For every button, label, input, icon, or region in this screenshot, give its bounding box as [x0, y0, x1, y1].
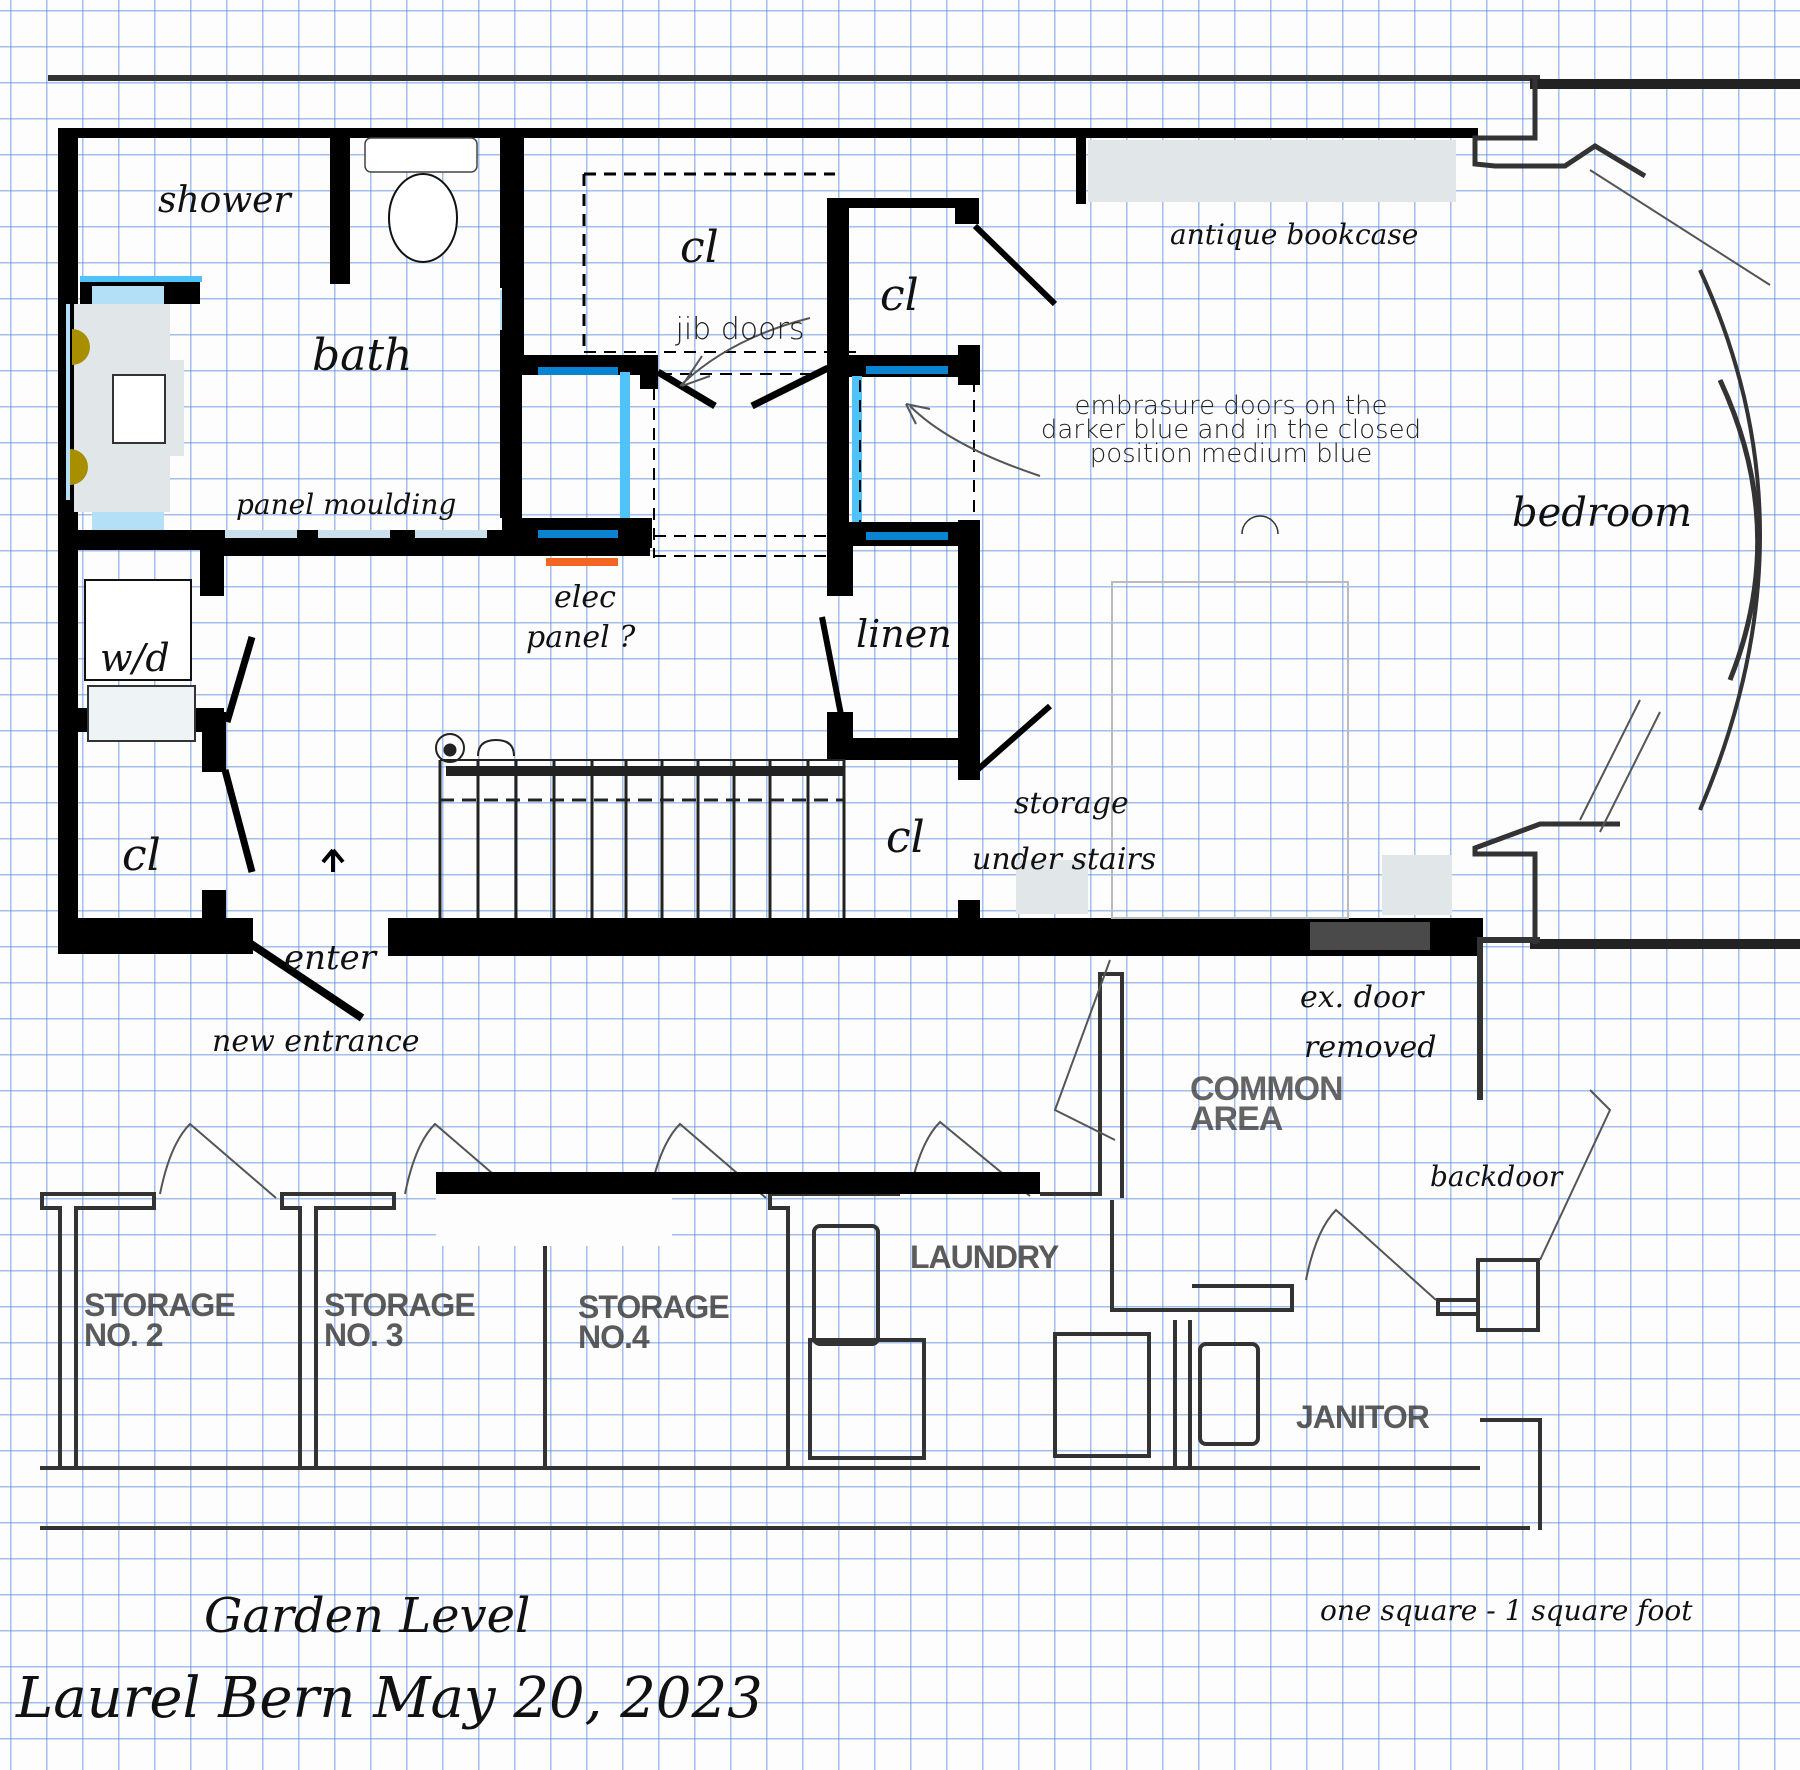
wall-bottom-left	[58, 918, 253, 954]
label-bath: bath	[312, 330, 413, 381]
new-wall-legacy	[436, 1172, 1040, 1194]
bed-outline	[1111, 581, 1349, 919]
scale-note: one square - 1 square foot	[1320, 1594, 1693, 1627]
wd-door	[223, 636, 256, 723]
label-linen: linen	[856, 612, 952, 656]
label-common-area: COMMON AREA	[1190, 1070, 1344, 1138]
label-panel-moulding: panel moulding	[236, 488, 457, 521]
label-janitor: JANITOR	[1296, 1399, 1430, 1435]
label-antique-bookcase: antique bookcase	[1170, 218, 1419, 251]
label-washer-dryer: w/d	[100, 636, 170, 680]
antique-bookcase	[1088, 140, 1456, 202]
label-storage: storage	[1014, 786, 1129, 821]
label-storage-2: STORAGE NO. 2	[84, 1287, 236, 1353]
label-backdoor: backdoor	[1430, 1160, 1563, 1193]
washer-dryer	[84, 579, 192, 681]
label-closet-under: cl	[886, 812, 925, 863]
new-entrance-door	[245, 938, 365, 1022]
sconce-top	[72, 329, 90, 365]
removed-door-slab	[1310, 922, 1430, 950]
label-laundry: LAUNDRY	[910, 1239, 1059, 1275]
label-elec-2: panel ?	[526, 620, 636, 655]
label-enter: enter	[284, 938, 377, 978]
jib-door-right	[750, 364, 830, 410]
wall-bottom-main	[388, 918, 1483, 956]
label-under-stairs: under stairs	[972, 842, 1157, 877]
staircase	[435, 733, 846, 918]
closet-door	[221, 769, 256, 873]
label-removed: removed	[1304, 1030, 1437, 1065]
label-closet-top: cl	[680, 222, 719, 273]
label-jib-doors: jib doors	[675, 312, 805, 347]
sconce-bottom	[70, 449, 88, 485]
label-storage-3: STORAGE NO. 3	[324, 1287, 476, 1353]
label-new-entrance: new entrance	[212, 1024, 420, 1059]
label-storage-4: STORAGE NO.4	[578, 1289, 730, 1355]
wall-top	[58, 128, 1478, 138]
wall-left	[58, 128, 78, 950]
label-bedroom: bedroom	[1512, 490, 1693, 536]
label-closet-top-right: cl	[880, 270, 919, 321]
sink	[112, 374, 166, 444]
jib-door-left	[656, 368, 717, 410]
legacy-plan	[40, 972, 1542, 1530]
storage-door	[973, 703, 1052, 775]
label-elec-1: elec	[554, 580, 616, 615]
label-ex-door: ex. door	[1300, 980, 1424, 1015]
toilet-tank	[364, 137, 478, 173]
enter-arrow-icon	[321, 848, 345, 872]
label-embrasure-note: embrasure doors on the darker blue and i…	[1040, 391, 1422, 469]
title-garden-level: Garden Level	[204, 1588, 531, 1644]
title-author-date: Laurel Bern May 20, 2023	[16, 1666, 763, 1731]
toilet-bowl	[388, 173, 458, 263]
bay-window	[1472, 78, 1762, 1100]
elec-panel	[546, 558, 618, 566]
label-closet-left: cl	[122, 830, 161, 881]
closet-door-right	[972, 223, 1058, 307]
linen-door	[819, 616, 845, 721]
label-shower: shower	[158, 180, 291, 221]
